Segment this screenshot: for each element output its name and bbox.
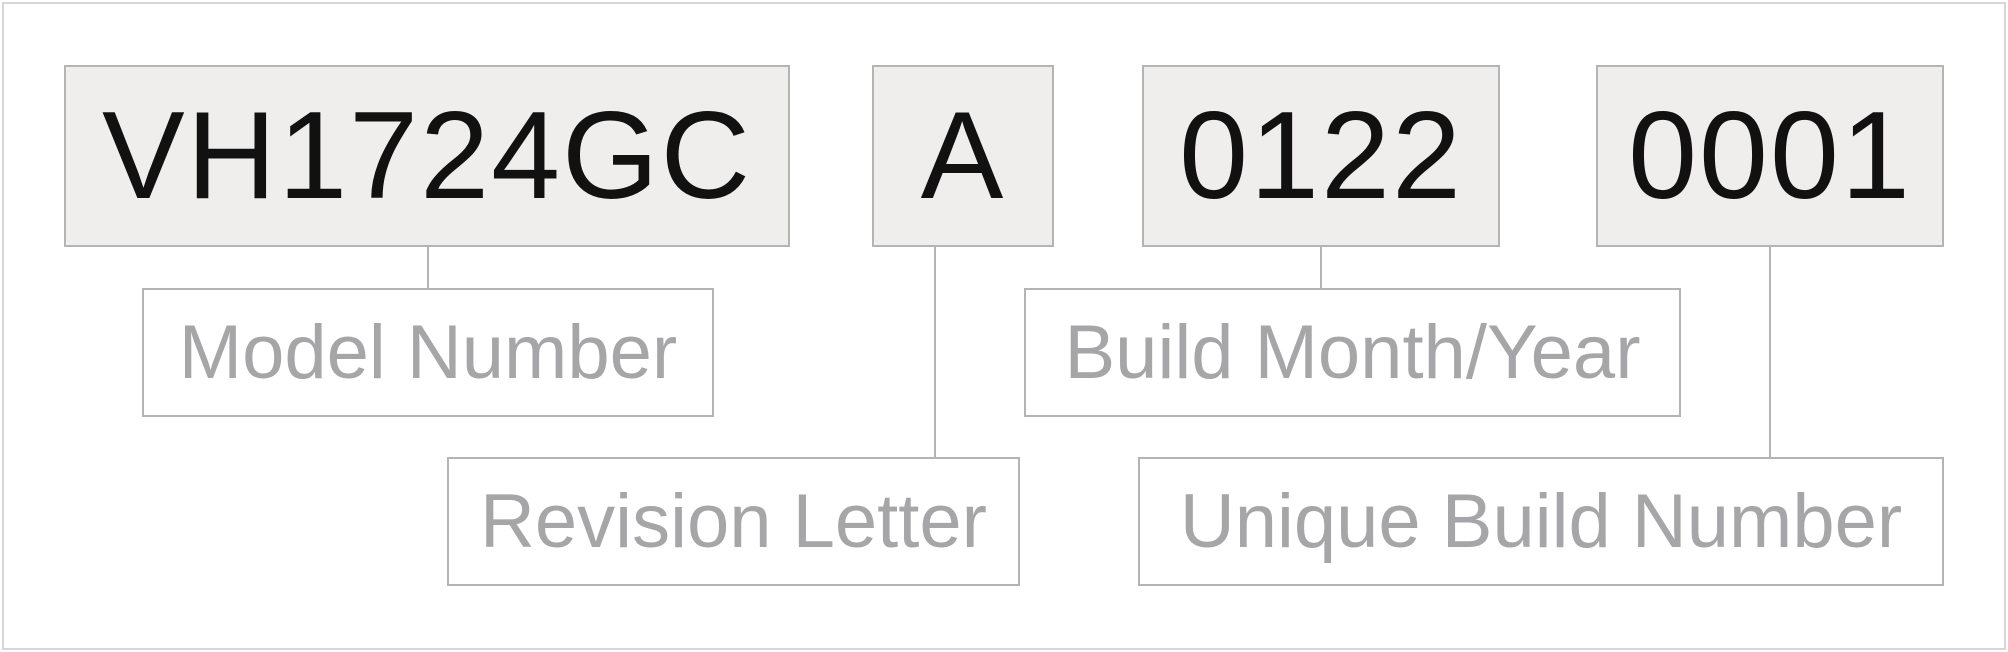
model-number-label: Model Number [142,288,714,417]
unique-build-number-label: Unique Build Number [1138,457,1944,586]
build-number-connector [1769,247,1771,457]
build-number-segment: 0001 [1596,65,1944,247]
revision-letter-label: Revision Letter [447,457,1020,586]
model-segment: VH1724GC [64,65,790,247]
revision-connector [934,247,936,457]
build-month-year-label: Build Month/Year [1024,288,1681,417]
build-date-segment: 0122 [1142,65,1500,247]
model-connector [427,247,429,289]
revision-segment: A [872,65,1054,247]
build-date-connector [1320,247,1322,289]
